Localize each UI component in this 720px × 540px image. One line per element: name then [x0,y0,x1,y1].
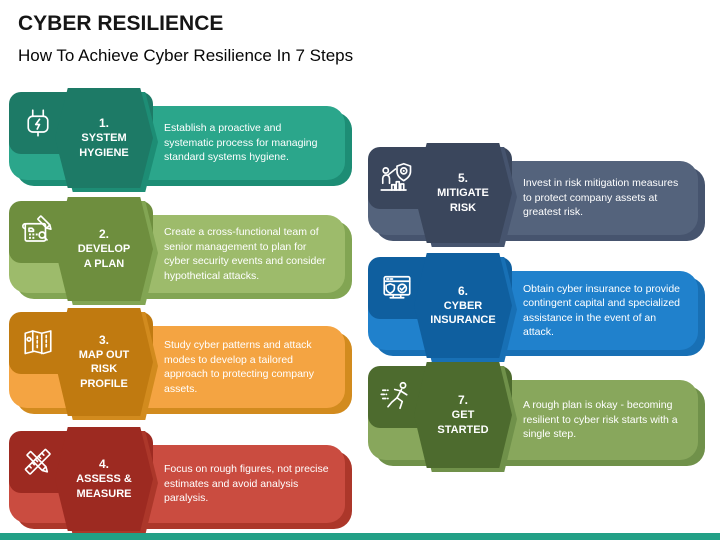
step-7-title: GET STARTED [437,409,489,436]
step-3-hexagon: 3. MAP OUT RISK PROFILE [55,308,153,416]
step-1-number: 1. [98,116,109,130]
step-card-5: Invest in risk mitigation measures to pr… [368,143,698,243]
page-subtitle: How To Achieve Cyber Resilience In 7 Ste… [18,46,354,65]
blueprint-pencil-icon [22,215,52,242]
plug-icon [27,109,49,137]
step-2-number: 2. [98,227,109,241]
step-2-description: Create a cross-functional team of senior… [164,226,326,282]
step-4-title: ASSESS & MEASURE [76,473,132,500]
step-1-description: Establish a proactive and systematic pro… [164,122,318,164]
insured-device-icon [383,275,411,299]
page-title: CYBER RESILIENCE [18,12,224,35]
step-3-number: 3. [98,332,109,347]
step-1-title: SYSTEM HYGIENE [79,132,129,159]
step-6-number: 6. [457,283,468,298]
step-card-4: Focus on rough figures, not precise esti… [9,427,345,531]
step-card-7: A rough plan is okay - becoming resilien… [368,362,698,468]
step-2-hexagon: 2. DEVELOP A PLAN [55,197,153,301]
step-7-number: 7. [457,393,468,407]
pencil-ruler-icon [24,448,51,475]
step-3-description: Study cyber patterns and attack modes to… [164,339,315,395]
step-4-description: Focus on rough figures, not precise esti… [164,463,329,505]
step-5-number: 5. [457,171,468,185]
bottom-accent-bar [0,533,720,540]
step-card-3: Study cyber patterns and attack modes to… [9,308,345,416]
step-5-title: MITIGATE RISK [437,187,489,214]
step-card-1: Establish a proactive and systematic pro… [9,88,345,188]
running-person-icon [380,381,408,410]
step-card-6: Obtain cyber insurance to provide contin… [368,253,698,358]
risk-shield-chart-icon [380,162,412,191]
step-2-title: DEVELOP A PLAN [77,243,131,270]
step-7-hexagon: 7. GET STARTED [414,362,512,468]
map-icon [24,330,52,355]
step-3-title: MAP OUT RISK PROFILE [78,348,130,390]
step-4-hexagon: 4. ASSESS & MEASURE [55,427,153,531]
step-6-hexagon: 6. CYBER INSURANCE [414,253,512,358]
step-6-title: CYBER INSURANCE [430,299,496,327]
step-5-description: Invest in risk mitigation measures to pr… [523,177,679,219]
step-5-hexagon: 5. MITIGATE RISK [414,143,512,243]
step-6-description: Obtain cyber insurance to provide contin… [523,282,681,339]
step-7-description: A rough plan is okay - becoming resilien… [523,399,678,441]
step-card-2: Create a cross-functional team of senior… [9,197,345,301]
step-4-number: 4. [98,457,109,471]
step-1-hexagon: 1. SYSTEM HYGIENE [55,88,153,188]
